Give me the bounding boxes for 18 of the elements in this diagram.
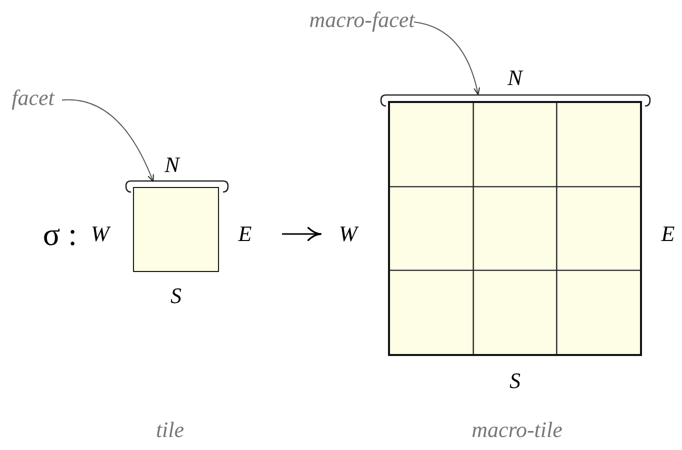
macro-facet-bracket: [380, 93, 651, 107]
map-symbol-label: σ :: [42, 218, 78, 250]
leader-arrow: [62, 99, 154, 182]
west-label: W: [338, 223, 358, 245]
west-label: W: [90, 223, 110, 245]
caption: tile: [156, 419, 184, 441]
south-label: S: [510, 370, 520, 392]
macro-facet-label: macro-facet: [309, 9, 415, 31]
facet-label: facet: [12, 87, 54, 109]
facet-bracket: [125, 179, 229, 193]
caption: macro-tile: [472, 419, 562, 441]
north-label: N: [164, 154, 180, 176]
south-label: S: [170, 285, 182, 307]
north-label: N: [508, 67, 522, 89]
east-label: E: [238, 223, 252, 245]
tile-square: [133, 187, 219, 272]
east-label: E: [661, 223, 675, 245]
leader-arrow: [414, 22, 480, 96]
